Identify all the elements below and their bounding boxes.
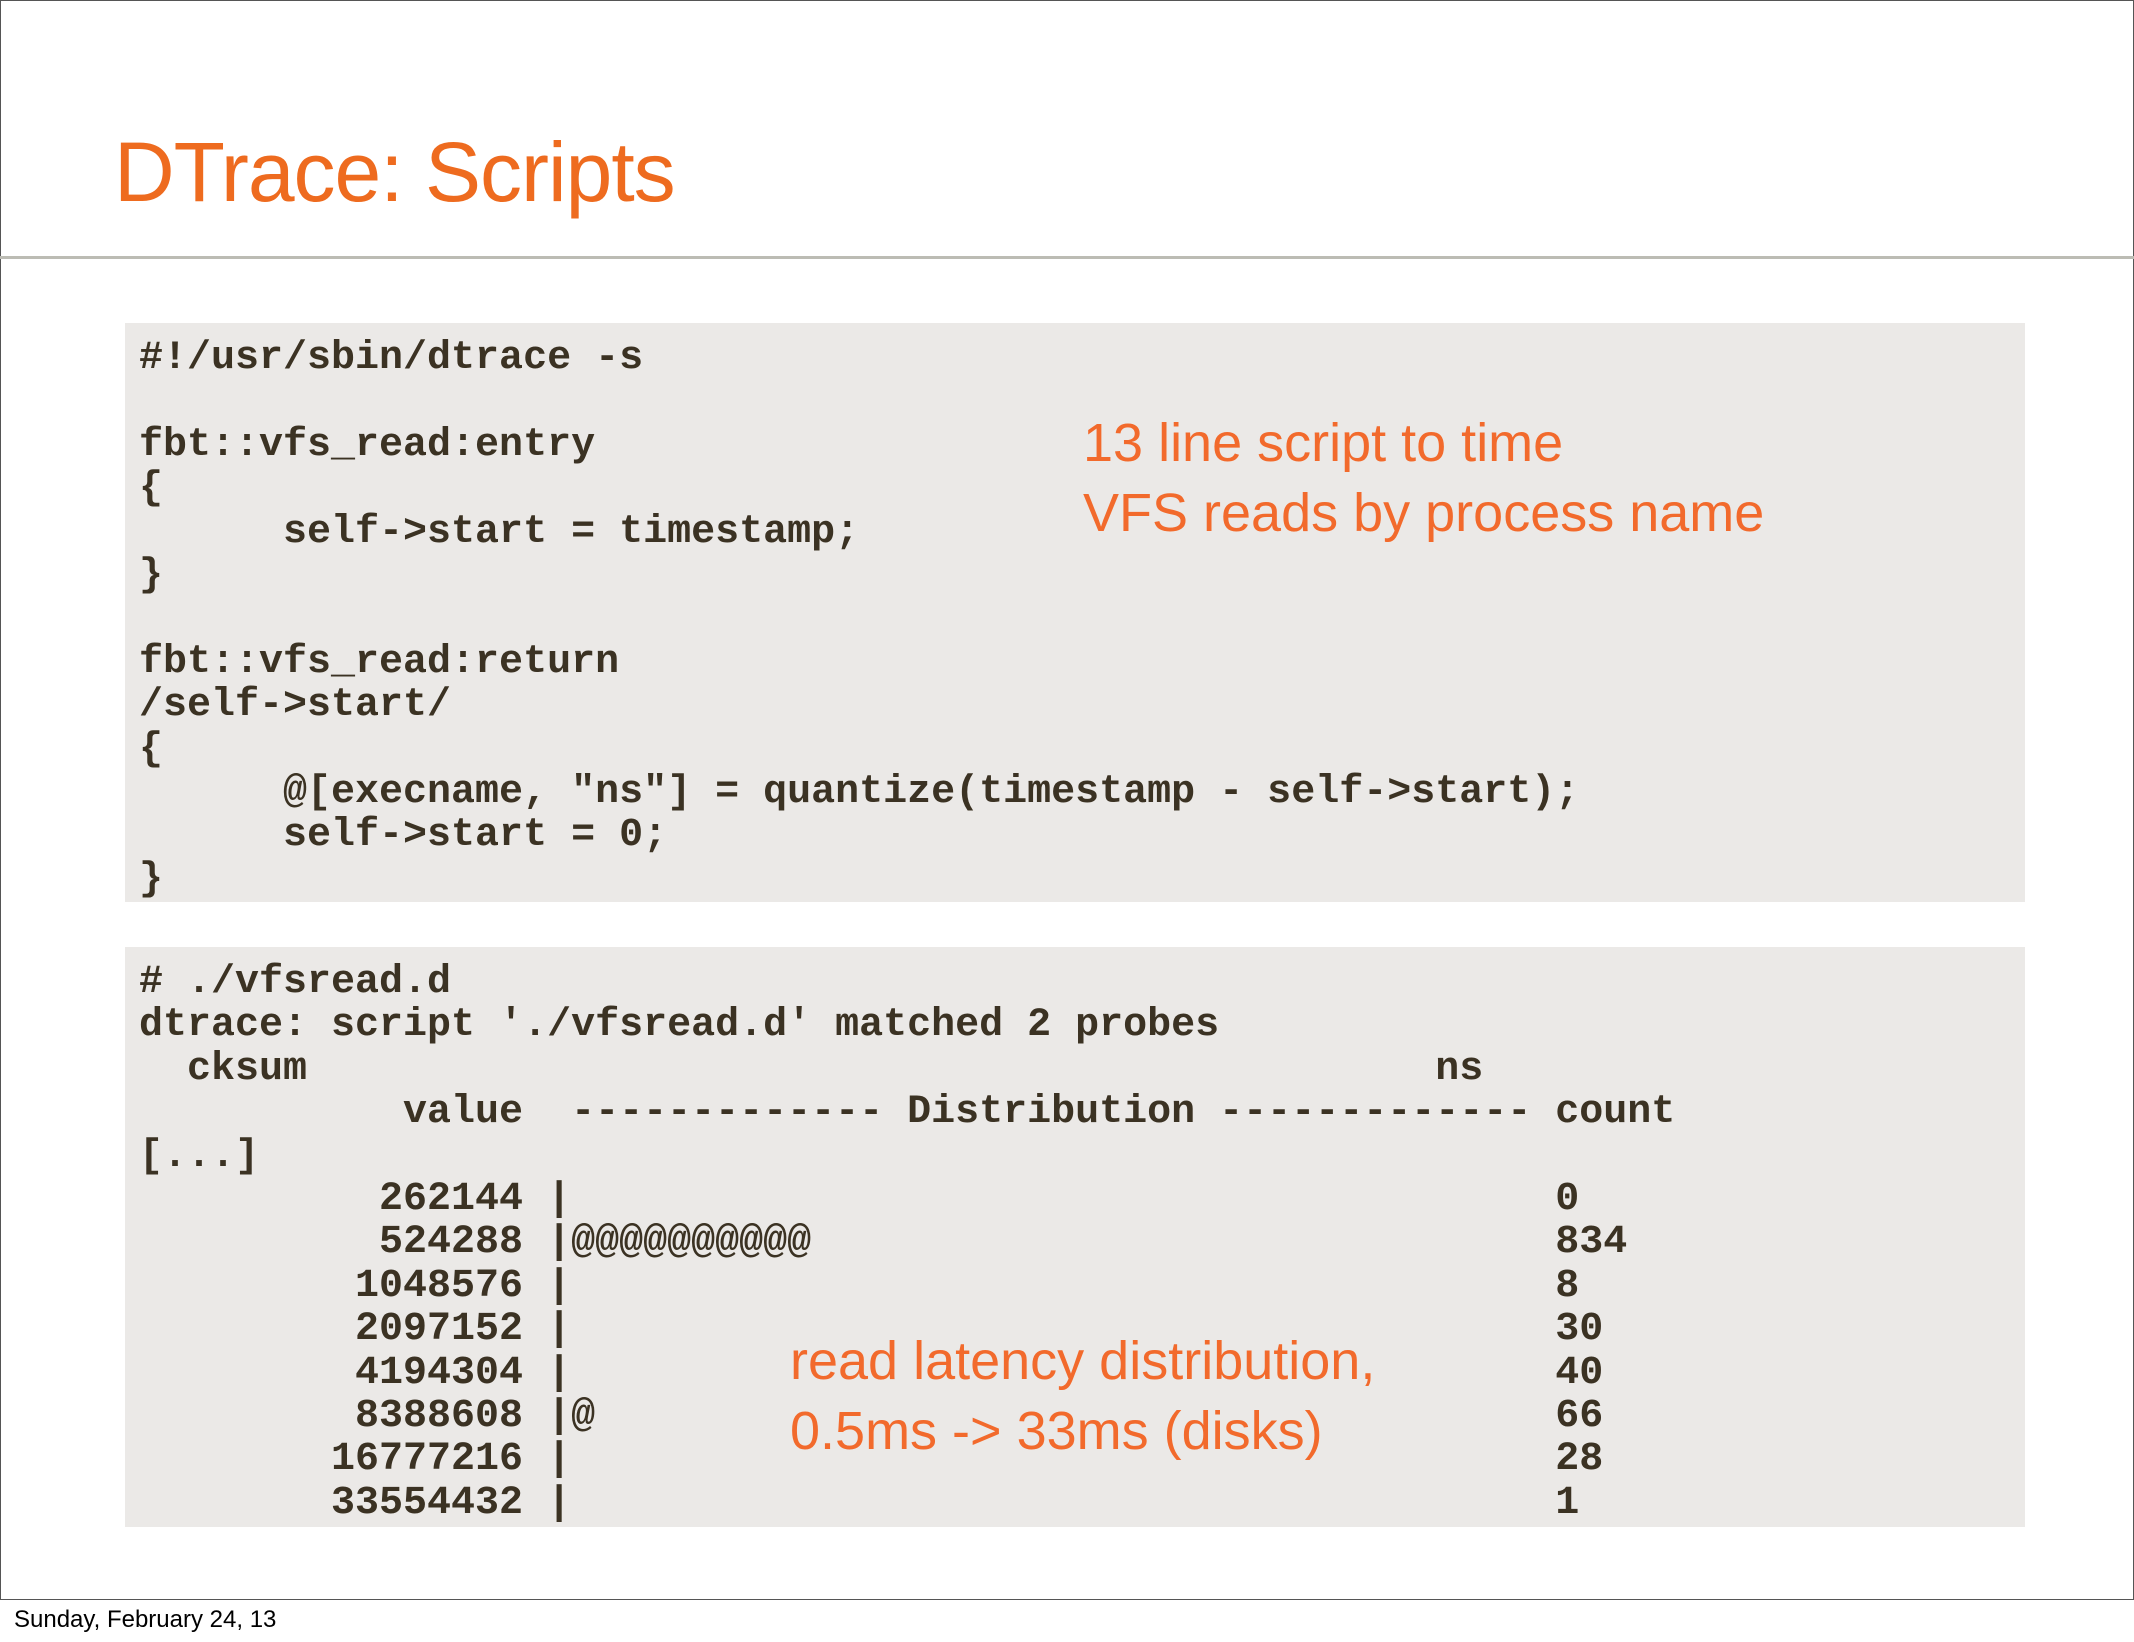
output-annotation: read latency distribution, 0.5ms -> 33ms… <box>790 1326 1375 1466</box>
histogram-separator: | <box>523 1437 572 1483</box>
histogram-value: 2097152 <box>355 1307 524 1353</box>
histogram-value: 1048576 <box>355 1263 524 1309</box>
code-line: { <box>139 466 164 512</box>
script-annotation-line: 13 line script to time <box>1083 413 1564 473</box>
histogram-row: 1048576 | 8 <box>139 1263 1675 1309</box>
slide-title: DTrace: Scripts <box>114 125 676 219</box>
histogram-count: 28 <box>1555 1437 1604 1483</box>
output-line: cksum ns <box>139 1046 1484 1092</box>
code-line <box>139 597 1579 640</box>
code-line: fbt::vfs_read:return <box>139 639 620 685</box>
code-line: { <box>139 726 164 772</box>
code-line: } <box>139 552 164 598</box>
title-divider <box>0 256 2134 259</box>
output-line: dtrace: script './vfsread.d' matched 2 p… <box>139 1003 1220 1049</box>
histogram-value: 262144 <box>379 1176 524 1222</box>
histogram-separator: | <box>523 1393 572 1439</box>
histogram-value: 33554432 <box>331 1480 524 1526</box>
histogram-separator: | <box>523 1220 572 1266</box>
histogram-value: 16777216 <box>331 1437 524 1483</box>
code-line: self->start = 0; <box>139 813 668 859</box>
output-annotation-line: 0.5ms -> 33ms (disks) <box>790 1401 1323 1461</box>
histogram-count: 834 <box>1555 1220 1628 1266</box>
histogram-separator: | <box>523 1307 572 1353</box>
histogram-separator: | <box>523 1350 572 1396</box>
histogram-value: 8388608 <box>355 1393 524 1439</box>
footer-date: Sunday, February 24, 13 <box>14 1606 277 1633</box>
histogram-count: 40 <box>1555 1350 1604 1396</box>
histogram-row: 8388608 |@66 <box>139 1393 1675 1439</box>
histogram-separator: | <box>523 1176 572 1222</box>
output-line: value ------------- Distribution -------… <box>139 1090 1676 1136</box>
script-annotation: 13 line script to time VFS reads by proc… <box>1083 408 1764 548</box>
histogram-bar: @@@@@@@@@@ <box>571 1220 812 1266</box>
histogram-row: 524288 |@@@@@@@@@@ 834 <box>139 1220 1675 1266</box>
histogram-row: 262144 | 0 <box>139 1176 1675 1222</box>
histogram-row: 16777216 | 28 <box>139 1437 1675 1483</box>
code-line: /self->start/ <box>139 683 452 729</box>
code-line: self->start = timestamp; <box>139 509 860 555</box>
output-line: # ./vfsread.d <box>139 960 452 1005</box>
histogram-bar: @ <box>571 1393 596 1439</box>
histogram-count: 30 <box>1555 1307 1604 1353</box>
histogram-separator: | <box>523 1263 572 1309</box>
script-annotation-line: VFS reads by process name <box>1083 483 1765 543</box>
histogram-count: 66 <box>1555 1393 1604 1439</box>
histogram-count: 0 <box>1555 1176 1580 1222</box>
histogram-value: 4194304 <box>355 1350 524 1396</box>
code-line: @[execname, "ns"] = quantize(timestamp -… <box>139 769 1580 815</box>
histogram-separator: | <box>523 1480 572 1526</box>
output-line: [...] <box>139 1133 260 1179</box>
histogram-value: 524288 <box>379 1220 524 1266</box>
code-line: fbt::vfs_read:entry <box>139 422 596 468</box>
histogram-row: 2097152 | 30 <box>139 1307 1675 1353</box>
code-line: #!/usr/sbin/dtrace -s <box>139 336 644 381</box>
code-line: } <box>139 856 164 902</box>
histogram-count: 1 <box>1555 1480 1580 1526</box>
histogram-row: 33554432 | 1 <box>139 1480 1675 1526</box>
histogram-row: 4194304 | 40 <box>139 1350 1675 1396</box>
histogram-count: 8 <box>1555 1263 1580 1309</box>
output-annotation-line: read latency distribution, <box>790 1331 1376 1391</box>
